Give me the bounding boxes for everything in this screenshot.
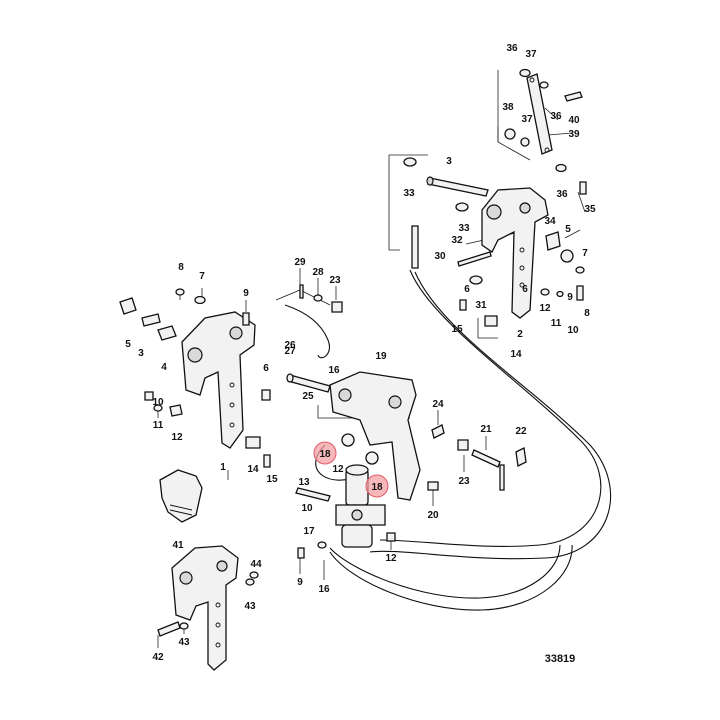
part-callout-6: 6	[464, 284, 470, 295]
part-callout-8: 8	[584, 308, 590, 319]
part-callout-25: 25	[302, 391, 314, 402]
part-callout-3: 3	[446, 156, 452, 167]
part-callout-23: 23	[458, 476, 470, 487]
part-callout-36: 36	[506, 43, 518, 54]
part-callout-16: 16	[318, 584, 330, 595]
figure-number: 33819	[545, 653, 576, 665]
clamp-bracket-left	[181, 311, 256, 449]
part-callout-42: 42	[152, 652, 164, 663]
trim-cylinder	[335, 464, 386, 548]
hardware-left	[119, 288, 271, 468]
part-callout-13: 13	[298, 477, 310, 488]
part-callout-31: 31	[475, 300, 487, 311]
part-callout-7: 7	[582, 248, 588, 259]
part-callout-20: 20	[427, 510, 439, 521]
part-callout-6: 6	[263, 363, 269, 374]
part-callout-12: 12	[332, 464, 344, 475]
part-callout-1: 1	[220, 462, 226, 473]
part-callout-12: 12	[171, 432, 183, 443]
part-callout-10: 10	[152, 397, 164, 408]
hoses	[284, 269, 612, 611]
highlight-marker	[313, 441, 337, 465]
part-callout-8: 8	[178, 262, 184, 273]
part-callout-10: 10	[567, 325, 579, 336]
part-callout-9: 9	[243, 288, 249, 299]
part-callout-34: 34	[544, 216, 556, 227]
part-callout-10: 10	[301, 503, 313, 514]
part-callout-29: 29	[294, 257, 306, 268]
part-callout-9: 9	[297, 577, 303, 588]
part-callout-6: 6	[522, 284, 528, 295]
part-callout-14: 14	[247, 464, 259, 475]
part-callout-27: 27	[284, 346, 296, 357]
part-callout-2: 2	[517, 329, 523, 340]
part-callout-11: 11	[551, 318, 562, 329]
clamp-bracket-right	[481, 187, 549, 319]
part-callout-23: 23	[329, 275, 341, 286]
part-callout-12: 12	[539, 303, 551, 314]
link-plate	[526, 73, 553, 155]
tilt-lock-lever	[159, 469, 203, 523]
part-callout-5: 5	[125, 339, 131, 350]
part-callout-44: 44	[250, 559, 262, 570]
part-callout-11: 11	[153, 420, 164, 431]
part-callout-4: 4	[161, 362, 167, 373]
highlight-label: 18	[371, 482, 383, 493]
part-callout-16: 16	[328, 365, 340, 376]
swivel-bracket	[329, 371, 421, 501]
part-callout-39: 39	[568, 129, 580, 140]
part-callout-17: 17	[303, 526, 315, 537]
part-callout-36: 36	[550, 111, 562, 122]
hardware-center	[286, 284, 527, 559]
part-callout-28: 28	[312, 267, 324, 278]
highlighted-callout-18[interactable]: 18	[313, 441, 337, 465]
part-callout-15: 15	[451, 324, 463, 335]
part-callout-37: 37	[525, 49, 537, 60]
part-callout-22: 22	[515, 426, 527, 437]
part-callout-33: 33	[458, 223, 470, 234]
part-callout-37: 37	[521, 114, 533, 125]
part-callout-38: 38	[502, 102, 514, 113]
part-callout-30: 30	[434, 251, 446, 262]
part-callout-19: 19	[375, 351, 387, 362]
part-callout-43: 43	[244, 601, 256, 612]
hardware-upper-right	[403, 68, 587, 327]
part-callout-40: 40	[568, 115, 580, 126]
highlighted-callout-18[interactable]: 18	[365, 474, 389, 498]
part-callout-36: 36	[556, 189, 568, 200]
part-callout-21: 21	[480, 424, 492, 435]
part-callout-12: 12	[385, 553, 397, 564]
transom-bracket-lower	[157, 545, 259, 671]
part-callout-15: 15	[266, 474, 278, 485]
part-callout-43: 43	[178, 637, 190, 648]
highlight-label: 18	[319, 449, 331, 460]
part-callout-33: 33	[403, 188, 415, 199]
part-callout-5: 5	[565, 224, 571, 235]
part-callout-35: 35	[584, 204, 596, 215]
part-callout-41: 41	[172, 540, 184, 551]
part-callout-32: 32	[451, 235, 463, 246]
part-callout-3: 3	[138, 348, 144, 359]
tilt-tube	[426, 176, 489, 197]
part-callout-14: 14	[510, 349, 522, 360]
part-callout-9: 9	[567, 292, 573, 303]
part-callout-7: 7	[199, 271, 205, 282]
highlight-marker	[365, 474, 389, 498]
part-callout-26: 26	[284, 340, 296, 351]
part-callout-24: 24	[432, 399, 444, 410]
